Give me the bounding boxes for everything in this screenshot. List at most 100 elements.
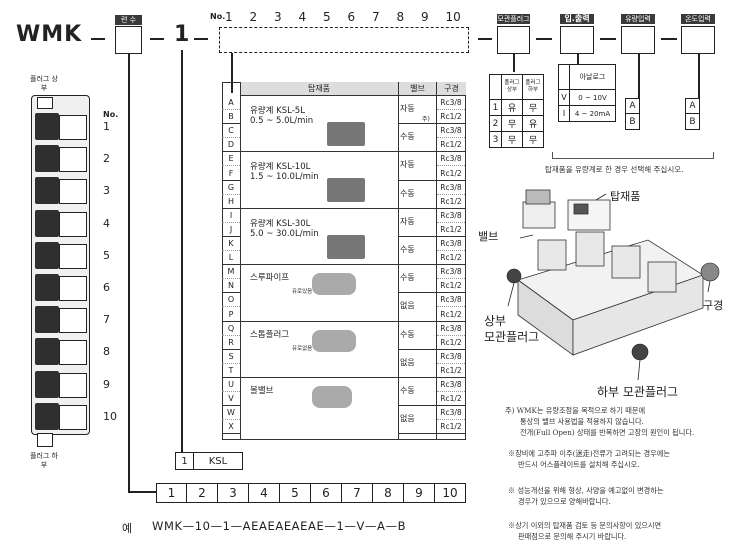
note-line-7: 경우가 있으므로 양해바랍니다. <box>518 497 611 506</box>
port-size: Rc1/2 <box>437 110 465 125</box>
row-letter: T <box>222 364 240 378</box>
product-image <box>327 178 365 203</box>
valve-option: 자동 <box>400 160 415 170</box>
product-spec: 유로없음 <box>292 345 313 352</box>
station-window <box>59 308 87 334</box>
plug-cell: 2 <box>489 116 502 132</box>
station-valve-block <box>35 338 59 366</box>
row-letter: H <box>222 195 240 209</box>
ksl-box: 1 KSL <box>175 452 243 470</box>
station-number: 10 <box>103 409 117 423</box>
io-range: 4 ~ 20mA <box>570 106 616 122</box>
valve-option: 수동 <box>400 132 415 142</box>
count-box[interactable] <box>115 26 142 54</box>
bottom-digit: 4 <box>249 483 280 503</box>
header-item: 탑재품 <box>240 82 398 96</box>
station-valve-block <box>35 402 59 430</box>
port-size: Rc1/2 <box>437 251 465 266</box>
count-header: 련 수 <box>115 15 142 25</box>
product-name: 유량계 KSL-30L <box>250 218 311 229</box>
port-size: Rc3/8 <box>437 209 465 223</box>
product-name: 유량계 KSL-5L <box>250 106 305 116</box>
header-valve: 밸브 <box>398 82 436 96</box>
station-number: 6 <box>103 281 110 294</box>
diagram-port-label: 구경 <box>703 299 724 312</box>
valve-line <box>398 179 436 181</box>
row-letter: O <box>222 293 240 308</box>
block-3 <box>611 245 641 279</box>
plug-box[interactable] <box>497 26 530 54</box>
product-spec: 0.5 ~ 5.0L/min <box>250 116 314 126</box>
port-size: Rc3/8 <box>437 406 465 421</box>
station-window <box>59 372 87 398</box>
valve-option: 없음 <box>400 357 415 367</box>
lower-plug-icon <box>631 343 649 361</box>
example-code: WMK—10—1—AEAEAEAEAE—1—V—A—B <box>152 519 407 533</box>
row-letter: F <box>222 167 240 181</box>
port-size: Rc3/8 <box>437 96 465 111</box>
no-box-top[interactable] <box>219 27 469 53</box>
no-digit: 8 <box>396 10 405 24</box>
port-size: Rc1/2 <box>437 420 465 435</box>
temp-box[interactable] <box>681 26 715 54</box>
valve-body <box>522 201 556 229</box>
plug-col-top: 플러그 상부 <box>502 74 523 100</box>
valve-option: 없음 <box>400 414 415 424</box>
io-range: 0 ~ 10V <box>570 90 616 106</box>
flow-header: 유량입력 <box>621 14 655 24</box>
valve-line <box>398 377 436 378</box>
row-letter: U <box>222 378 240 393</box>
product-spec: 5.0 ~ 30.0L/min <box>250 228 319 239</box>
row-letter: W <box>222 406 240 421</box>
no-digit: 3 <box>274 10 282 24</box>
col-line <box>240 82 241 440</box>
example-label: 예 <box>122 522 133 535</box>
bottom-digit: 10 <box>435 483 466 503</box>
diagram-upper-label: 상부 <box>484 314 507 328</box>
valve-line <box>398 123 436 125</box>
product-name: 볼밸브 <box>250 386 274 396</box>
station-valve-block <box>35 145 59 173</box>
row-letter: I <box>222 209 240 223</box>
valve-option: 수동 <box>400 386 415 396</box>
no-digit: 5 <box>323 10 331 24</box>
valve-line <box>398 320 436 322</box>
product-image <box>312 273 356 296</box>
valve-line <box>398 433 436 435</box>
product-image <box>312 386 352 408</box>
port-size: Rc1/2 <box>437 138 465 153</box>
row-letter: N <box>222 279 240 294</box>
port-size: Rc1/2 <box>437 279 465 294</box>
plug-cell: 무 <box>502 116 523 132</box>
product-divider <box>240 151 398 153</box>
port-icon <box>700 262 720 282</box>
block-4 <box>647 261 677 293</box>
row-letter: P <box>222 308 240 322</box>
io-analog: 아날로그 <box>570 64 616 90</box>
flow-box[interactable] <box>621 26 655 54</box>
station-window <box>59 211 87 237</box>
product-image <box>327 234 365 259</box>
station-number: 8 <box>103 345 110 359</box>
valve-actuator <box>525 189 551 205</box>
row-letter: Q <box>222 322 240 336</box>
io-box[interactable] <box>560 26 594 54</box>
no-digit: 6 <box>347 10 356 24</box>
row-letter: B <box>222 110 240 125</box>
no-digit: 4 <box>298 10 307 24</box>
port-size: Rc3/8 <box>437 237 465 252</box>
port-size: Rc3/8 <box>437 378 465 393</box>
station-window <box>59 147 87 173</box>
station-number: 2 <box>103 152 110 166</box>
bottom-digit: 2 <box>187 483 218 503</box>
product-name: 유량계 KSL-10L <box>250 162 311 173</box>
valve-option: 자동 <box>400 104 415 114</box>
row-letter: K <box>222 237 240 252</box>
flow-cell: A <box>625 98 640 114</box>
ksl-num: 1 <box>176 453 194 469</box>
plug-cell: 유 <box>523 116 544 132</box>
valve-line <box>398 264 436 266</box>
